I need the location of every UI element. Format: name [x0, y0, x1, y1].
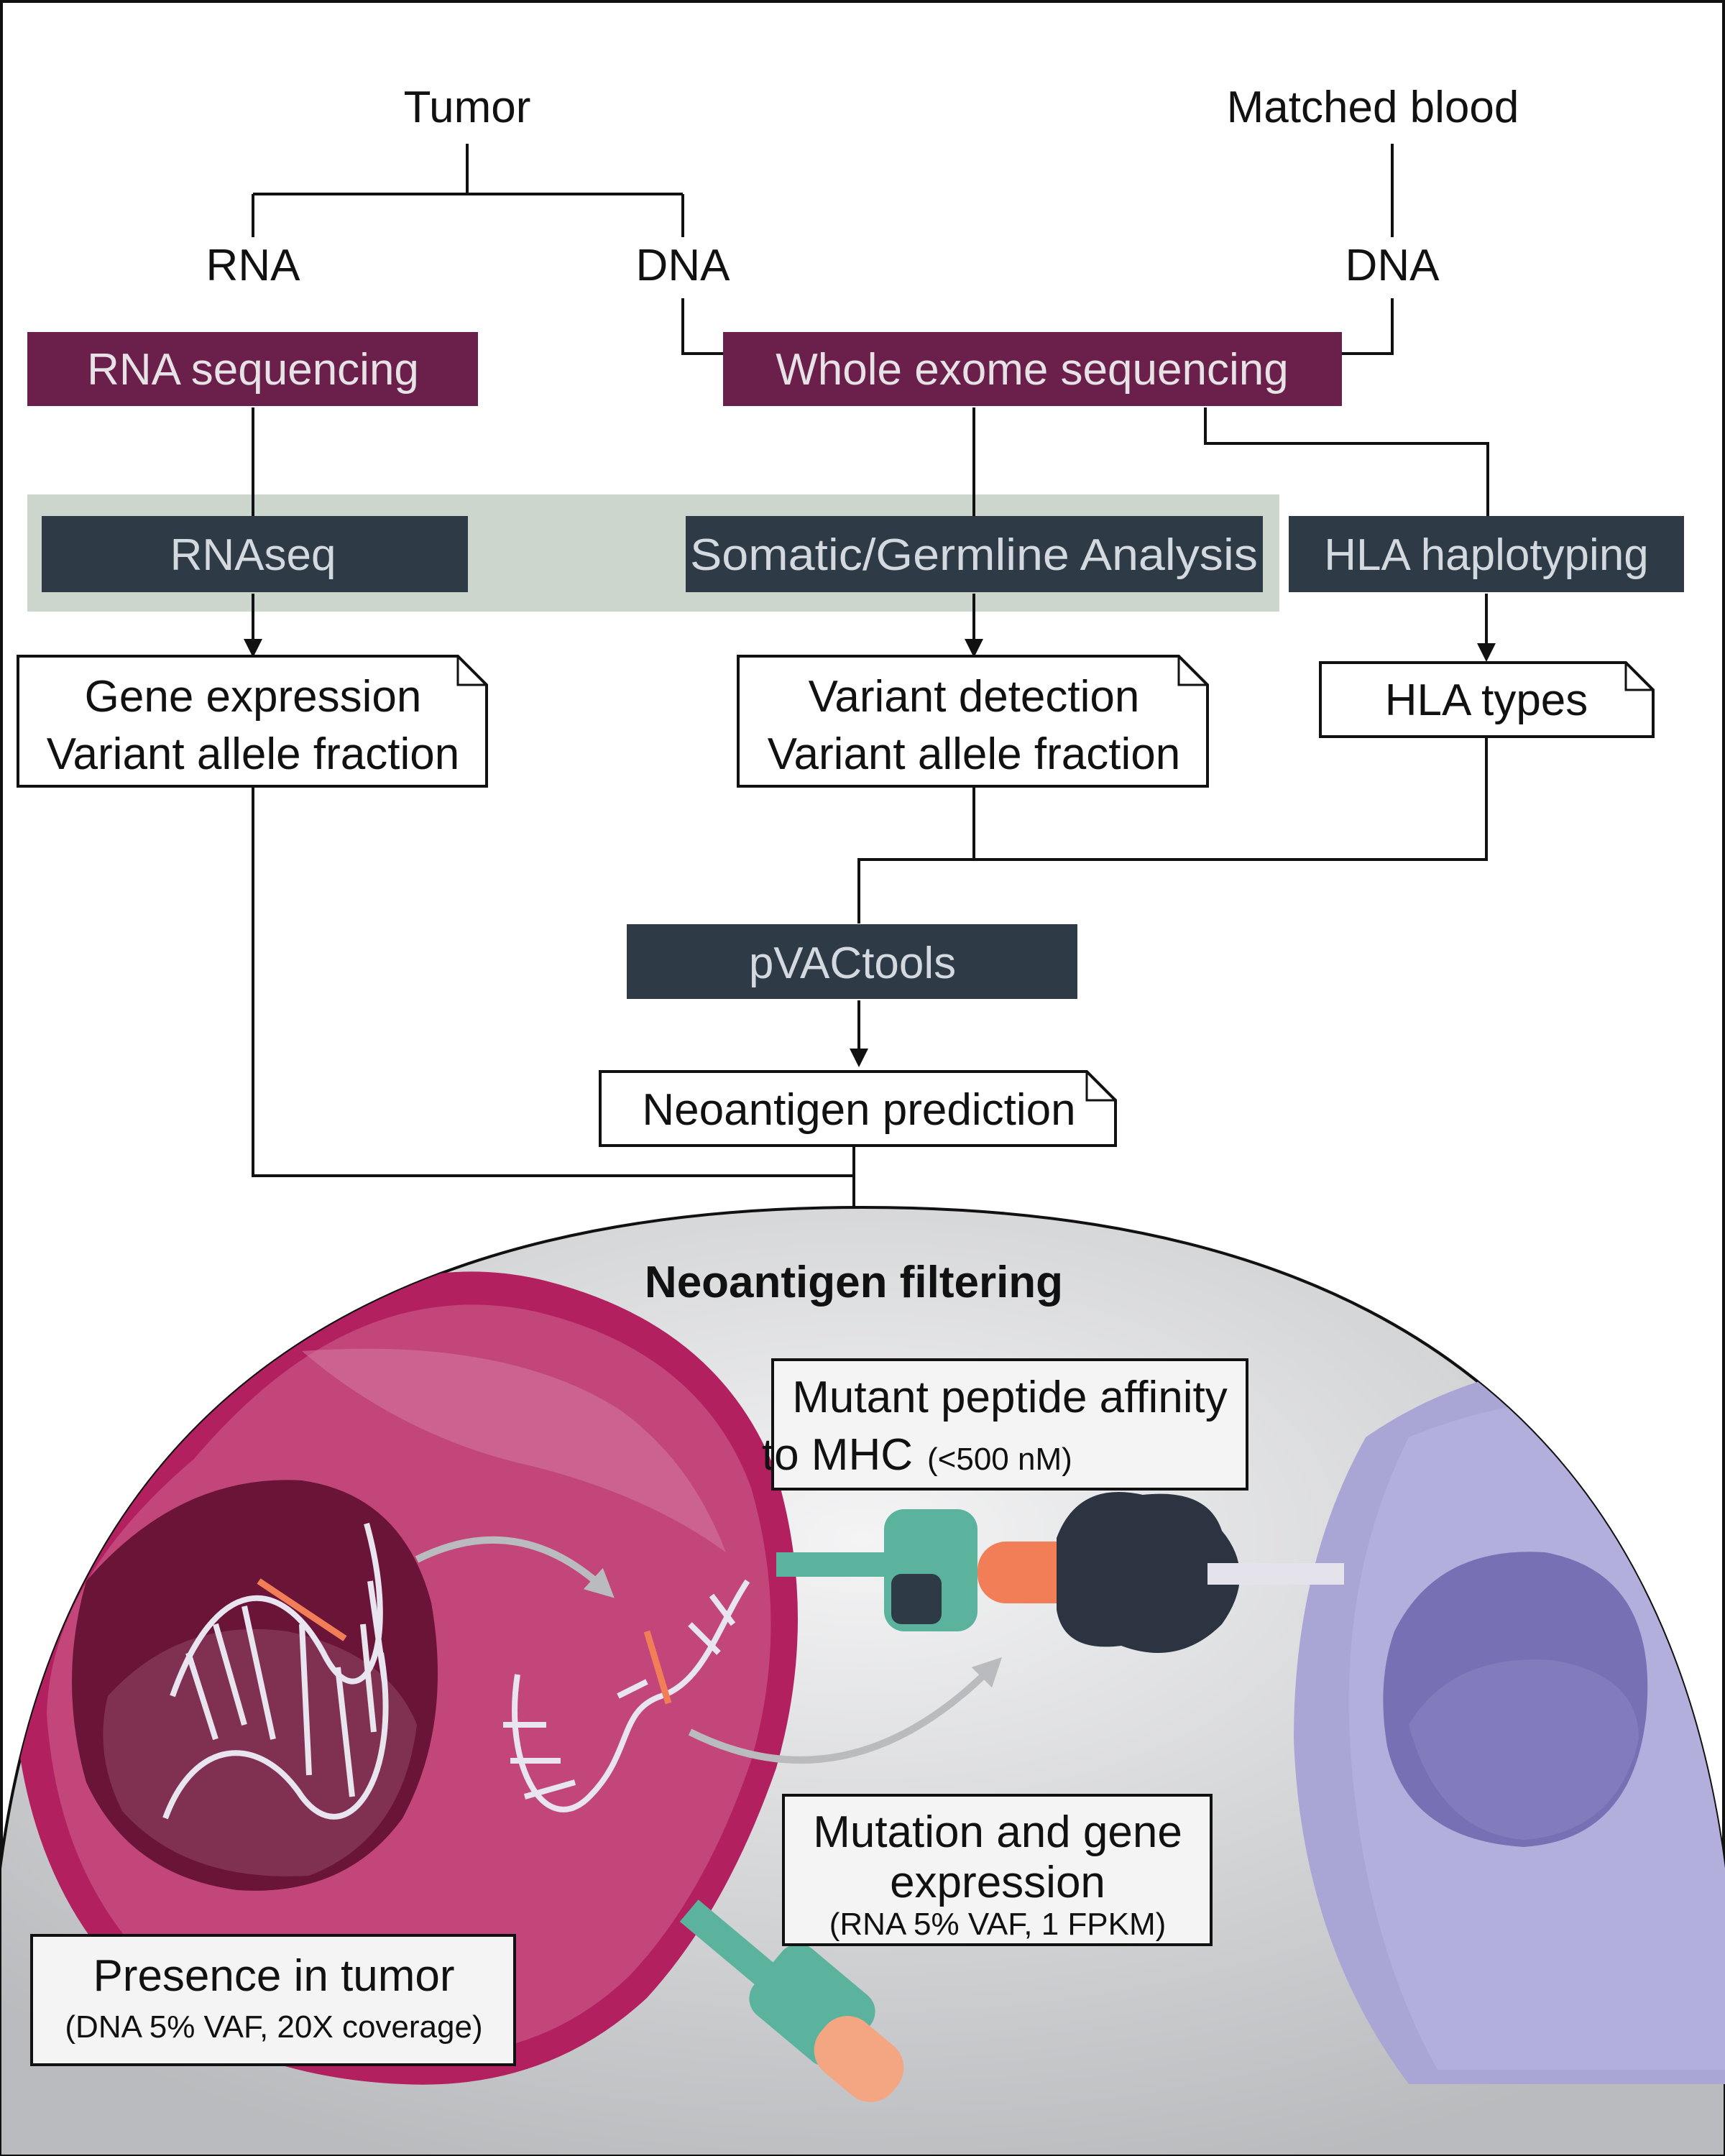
hla-types-doc	[1319, 661, 1655, 738]
gene-expression-line1: Gene expression	[85, 672, 422, 722]
rnaseq-label: RNAseq	[170, 530, 336, 580]
hla-to-pvactools-connector	[974, 738, 1488, 861]
gene-expression-to-filter-connector	[252, 788, 854, 1177]
hla-types-doc-fold	[1624, 663, 1653, 691]
neoantigen-prediction-label: Neoantigen prediction	[642, 1085, 1075, 1135]
whole-exome-sequencing-box	[723, 332, 1342, 406]
matched-blood-label: Matched blood	[1227, 83, 1519, 132]
affinity-filter-line1: Mutant peptide affinity	[792, 1373, 1227, 1422]
filtering-title: Neoantigen filtering	[645, 1258, 1063, 1307]
dna-mutation-mark	[257, 1578, 347, 1641]
tcr-stalk	[1208, 1563, 1344, 1585]
rna-sequencing-box	[27, 332, 478, 406]
expression-filter-box	[782, 1794, 1213, 1946]
expression-filter-note: (RNA 5% VAF, 1 FPKM)	[829, 1907, 1167, 1942]
hla-haplotyping-label: HLA haplotyping	[1324, 530, 1649, 580]
presence-filter-line1: Presence in tumor	[93, 1951, 454, 2001]
pvactools-box	[627, 924, 1077, 999]
rna-sequencing-label: RNA sequencing	[87, 345, 419, 395]
variant-detection-doc	[737, 655, 1209, 788]
mhc-stalk-bottom	[679, 1899, 787, 1996]
variant-detection-line1: Variant detection	[809, 672, 1140, 722]
variant-to-pvactools-connector	[857, 788, 975, 923]
blood-dna-to-wes-connector	[1340, 298, 1394, 355]
tumor-label: Tumor	[404, 83, 531, 132]
neoantigen-prediction-doc-fold	[1085, 1072, 1116, 1102]
gene-expression-doc	[17, 655, 488, 788]
affinity-filter-box	[771, 1358, 1248, 1491]
rnaseq-box	[42, 516, 468, 592]
presence-filter-note: (DNA 5% VAF, 20X coverage)	[65, 2009, 482, 2045]
pvactools-label: pVACtools	[749, 939, 956, 988]
affinity-filter-note: (<500 nM)	[927, 1442, 1072, 1477]
tumor-fork-connector	[252, 144, 684, 237]
mhc-inner-top	[891, 1574, 942, 1624]
tcr-receptor	[1057, 1492, 1240, 1653]
peptide-bottom	[814, 2016, 904, 2102]
hla-haplotyping-box	[1289, 516, 1684, 592]
gene-expression-line2: Variant allele fraction	[47, 729, 459, 779]
expression-filter-line2: expression	[890, 1858, 1105, 1907]
tumor-rna-label: RNA	[206, 241, 301, 290]
tumor-cell-sheen	[302, 1348, 726, 1552]
expression-filter-line1: Mutation and gene	[813, 1807, 1182, 1857]
tumor-dna-label: DNA	[636, 241, 731, 290]
rna-strand	[503, 1579, 750, 1812]
blood-dna-label: DNA	[1346, 241, 1440, 290]
presence-filter-box	[30, 1934, 516, 2066]
translation-arrow	[688, 1657, 1003, 1764]
gene-expression-doc-fold	[456, 656, 487, 686]
hla-types-label: HLA types	[1385, 676, 1588, 725]
dna-double-helix	[162, 1522, 389, 1820]
neoantigen-prediction-doc	[599, 1070, 1117, 1147]
somatic-germline-label: Somatic/Germline Analysis	[690, 530, 1258, 580]
t-cell-nucleus-shade	[1409, 1659, 1639, 1840]
somatic-germline-box	[686, 516, 1263, 592]
tumor-dna-to-wes-connector	[681, 298, 724, 355]
wes-to-hla-connector	[1204, 407, 1489, 516]
transcription-arrow	[415, 1536, 615, 1598]
variant-detection-doc-fold	[1177, 656, 1208, 686]
affinity-filter-line2: to MHC	[762, 1430, 913, 1480]
rna-mutation-mark	[643, 1630, 672, 1705]
variant-detection-line2: Variant allele fraction	[768, 729, 1180, 779]
whole-exome-sequencing-label: Whole exome sequencing	[776, 345, 1288, 395]
